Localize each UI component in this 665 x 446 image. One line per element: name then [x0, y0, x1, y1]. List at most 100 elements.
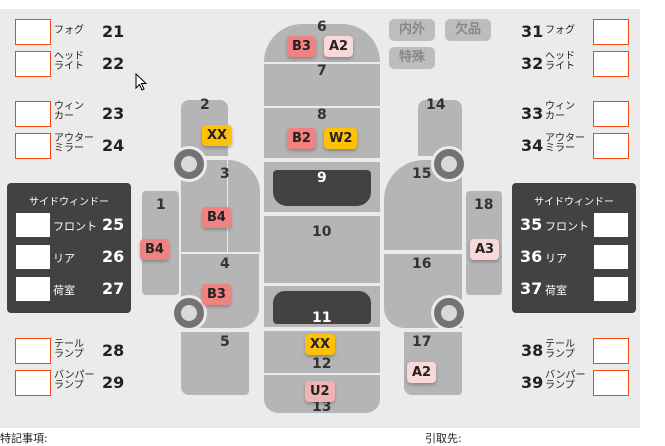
lamp-label: バンパー ランプ: [54, 370, 95, 391]
part-number: 10: [312, 224, 332, 240]
lamp-number: 29: [102, 373, 125, 392]
damage-badge[interactable]: B4: [140, 239, 169, 260]
wheel-icon: [431, 146, 467, 182]
lamp-checkbox-38[interactable]: [593, 338, 629, 364]
part-7[interactable]: [264, 64, 380, 106]
damage-badge[interactable]: B4: [202, 207, 231, 228]
lamp-checkbox-33[interactable]: [593, 101, 629, 127]
lamp-label: テール ランプ: [54, 339, 84, 360]
window-checkbox-26[interactable]: [16, 245, 50, 269]
part-5[interactable]: [181, 332, 249, 395]
damage-badge[interactable]: A2: [407, 362, 437, 383]
lamp-number: 31: [521, 22, 544, 41]
window-number: 35: [520, 215, 543, 234]
window-number: 25: [102, 215, 125, 234]
lamp-number: 39: [521, 373, 544, 392]
damage-badge[interactable]: A2: [324, 36, 354, 57]
lamp-number: 22: [102, 54, 125, 73]
lamp-label: フォグ: [54, 25, 84, 36]
windshield: [273, 170, 371, 206]
lamp-label: テール ランプ: [545, 339, 575, 360]
part-number: 6: [317, 19, 327, 35]
lamp-label: ウィン カー: [54, 101, 84, 122]
window-label: フロント: [53, 220, 97, 233]
window-number: 36: [520, 247, 543, 266]
window-checkbox-25[interactable]: [16, 213, 50, 237]
damage-badge[interactable]: W2: [324, 128, 358, 149]
window-number: 37: [520, 279, 543, 298]
damage-badge[interactable]: B3: [202, 284, 231, 305]
window-label: リア: [545, 252, 567, 265]
part-number: 1: [156, 197, 166, 213]
lamp-label: ヘッド ライト: [545, 51, 575, 72]
lamp-number: 24: [102, 136, 125, 155]
lamp-label: アウター ミラー: [54, 133, 94, 154]
lamp-checkbox-39[interactable]: [593, 370, 629, 396]
panel-title: サイドウィンドー: [534, 197, 614, 208]
lamp-number: 34: [521, 136, 544, 155]
part-number: 14: [426, 97, 446, 113]
wheel-icon: [171, 146, 207, 182]
window-number: 27: [102, 279, 125, 298]
notes-label: 特記事項:: [0, 432, 48, 445]
window-number: 26: [102, 247, 125, 266]
window-label: 荷室: [53, 284, 75, 297]
mouse-cursor-icon: [135, 73, 148, 91]
part-10[interactable]: [264, 216, 380, 283]
pickup-label: 引取先:: [425, 432, 462, 445]
tag-missing[interactable]: 欠品: [445, 19, 491, 41]
damage-badge[interactable]: XX: [305, 334, 336, 355]
part-number: 7: [317, 63, 327, 79]
part-number: 11: [312, 310, 332, 326]
window-checkbox-37[interactable]: [594, 277, 628, 301]
damage-badge[interactable]: A3: [470, 239, 500, 260]
lamp-checkbox-23[interactable]: [15, 101, 51, 127]
part-number: 4: [220, 256, 230, 272]
damage-badge[interactable]: B3: [287, 36, 316, 57]
lamp-checkbox-31[interactable]: [593, 19, 629, 45]
window-checkbox-27[interactable]: [16, 277, 50, 301]
part-number: 9: [317, 170, 327, 186]
panel-title: サイドウィンドー: [29, 197, 109, 208]
damage-badge[interactable]: B2: [287, 128, 316, 149]
tag-interior-exterior[interactable]: 内外: [389, 19, 435, 41]
tag-special[interactable]: 特殊: [389, 47, 435, 69]
rear-window: [273, 291, 371, 324]
window-label: 荷室: [545, 284, 567, 297]
lamp-checkbox-34[interactable]: [593, 133, 629, 159]
lamp-checkbox-28[interactable]: [15, 338, 51, 364]
lamp-checkbox-29[interactable]: [15, 370, 51, 396]
lamp-checkbox-22[interactable]: [15, 51, 51, 77]
lamp-label: フォグ: [545, 25, 575, 36]
damage-badge[interactable]: U2: [305, 381, 335, 402]
damage-badge[interactable]: XX: [202, 125, 233, 146]
lamp-label: アウター ミラー: [545, 133, 585, 154]
part-number: 18: [474, 197, 494, 213]
lamp-number: 38: [521, 341, 544, 360]
window-checkbox-36[interactable]: [594, 245, 628, 269]
part-number: 3: [220, 166, 230, 182]
lamp-number: 23: [102, 104, 125, 123]
part-number: 15: [412, 166, 432, 182]
part-3[interactable]: [228, 160, 260, 252]
side-window-panel-right: サイドウィンドー 35 フロント 36 リア 37 荷室: [512, 183, 636, 313]
window-label: リア: [53, 252, 75, 265]
lamp-number: 21: [102, 22, 125, 41]
window-label: フロント: [545, 220, 589, 233]
lamp-number: 32: [521, 54, 544, 73]
part-8[interactable]: [264, 108, 380, 158]
part-number: 5: [220, 334, 230, 350]
wheel-icon: [171, 295, 207, 331]
window-checkbox-35[interactable]: [594, 213, 628, 237]
part-6[interactable]: [264, 24, 380, 62]
part-number: 13: [312, 399, 332, 415]
lamp-checkbox-21[interactable]: [15, 19, 51, 45]
lamp-number: 33: [521, 104, 544, 123]
lamp-label: ヘッド ライト: [54, 51, 84, 72]
part-number: 17: [412, 334, 432, 350]
lamp-checkbox-32[interactable]: [593, 51, 629, 77]
lamp-checkbox-24[interactable]: [15, 133, 51, 159]
lamp-label: ウィン カー: [545, 101, 575, 122]
part-number: 8: [317, 107, 327, 123]
lamp-label: バンパー ランプ: [545, 370, 586, 391]
